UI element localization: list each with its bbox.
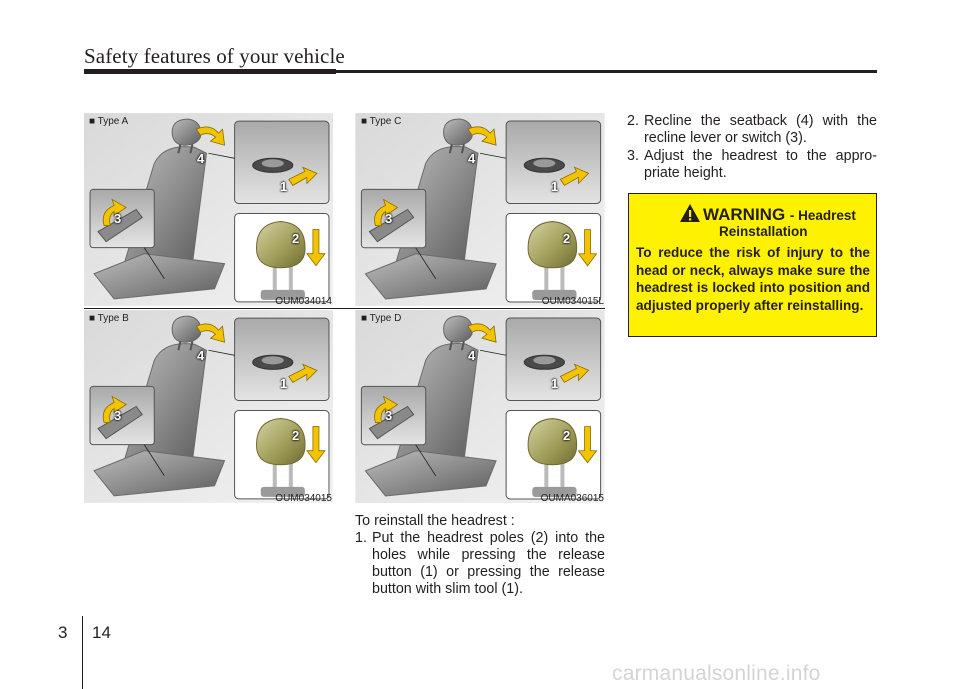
step-1-number: 1.: [355, 530, 367, 546]
callout-4: 4: [197, 348, 205, 363]
figure-type-c-code: OUM034015L: [541, 296, 604, 307]
step-1-text: Put the headrest poles (2) into the hole…: [372, 530, 605, 597]
step-3: 3. Adjust the headrest to the appro-pria…: [627, 148, 877, 182]
footer-section-number: 3: [58, 623, 68, 642]
figure-divider: [84, 308, 605, 309]
watermark: carmanualsonline.info: [612, 662, 821, 685]
callout-3: 3: [114, 211, 122, 226]
figure-type-b: [84, 310, 333, 503]
warning-title: WARNING - Headrest: [703, 205, 856, 225]
warning-body: To reduce the risk of injury to the head…: [636, 245, 870, 313]
warning-subtitle-2: Reinstallation: [719, 224, 808, 239]
callout-2: 2: [292, 428, 300, 443]
callout-4: 4: [468, 151, 476, 166]
warning-triangle-icon: [680, 204, 700, 222]
page-header-title: Safety features of your vehicle: [84, 44, 345, 68]
figure-type-a-code: OUM034014: [275, 296, 332, 307]
figure-type-d-label: ■ Type D: [361, 313, 402, 324]
figure-type-c-label: ■ Type C: [361, 116, 402, 127]
footer-page-number: 14: [92, 623, 111, 642]
step-3-number: 3.: [627, 148, 639, 164]
callout-1: 1: [551, 376, 559, 391]
figure-type-b-label: ■ Type B: [89, 313, 129, 324]
callout-1: 1: [280, 179, 288, 194]
figure-type-d: [355, 310, 605, 503]
warning-subtitle-1: - Headrest: [789, 208, 856, 223]
callout-3: 3: [385, 211, 393, 226]
figure-type-b-code: OUM034015: [275, 493, 332, 504]
step-2: 2. Recline the seatback (4) with the rec…: [627, 113, 877, 147]
callout-2: 2: [292, 231, 300, 246]
step-2-number: 2.: [627, 113, 639, 129]
intro-text: To reinstall the headrest :: [355, 513, 515, 529]
callout-3: 3: [385, 408, 393, 423]
callout-2: 2: [563, 428, 571, 443]
header-rule: [84, 69, 877, 74]
figure-type-a-label: ■ Type A: [89, 116, 129, 127]
figure-type-a: [84, 113, 333, 306]
step-1: 1. Put the headrest poles (2) into the h…: [355, 530, 605, 598]
figure-type-d-code: OUMA036015: [540, 493, 604, 504]
callout-1: 1: [551, 179, 559, 194]
warning-title-word: WARNING: [703, 205, 786, 224]
step-2-text: Recline the seatback (4) with the reclin…: [644, 113, 877, 146]
footer-divider: [82, 616, 83, 689]
callout-4: 4: [197, 151, 205, 166]
warning-box: WARNING - Headrest Reinstallation To red…: [628, 193, 877, 337]
callout-2: 2: [563, 231, 571, 246]
callout-1: 1: [280, 376, 288, 391]
callout-4: 4: [468, 348, 476, 363]
step-3-text: Adjust the headrest to the appro-priate …: [644, 148, 877, 181]
callout-3: 3: [114, 408, 122, 423]
figure-type-c: [355, 113, 605, 306]
